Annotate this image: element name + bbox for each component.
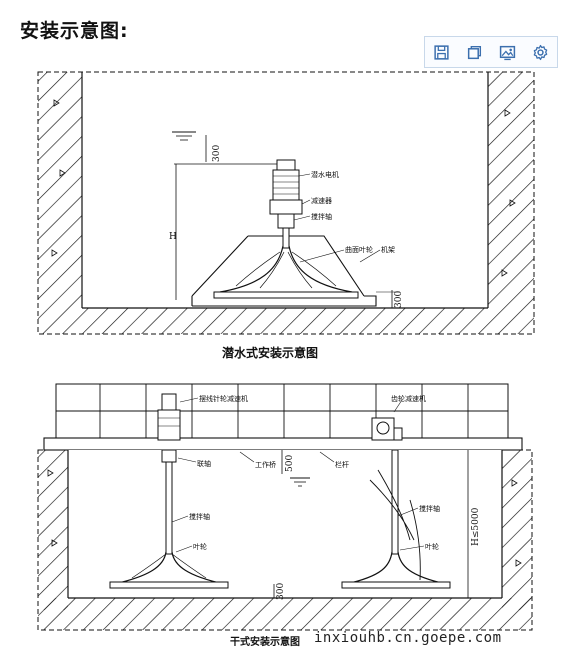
label-shaft-left: 搅拌轴 xyxy=(189,513,210,521)
save-icon xyxy=(434,44,449,60)
dim-bottom-300-dry: 300 xyxy=(276,582,286,600)
label-shaft-right: 搅拌轴 xyxy=(419,505,440,513)
dim-mid-500: 500 xyxy=(285,454,295,472)
label-impeller: 曲面叶轮 xyxy=(345,246,373,254)
copy-button[interactable] xyxy=(458,37,491,67)
save-button[interactable] xyxy=(425,37,458,67)
label-impeller-right: 叶轮 xyxy=(425,543,439,551)
label-right-drive: 齿轮减速机 xyxy=(391,395,426,403)
image-icon xyxy=(499,45,516,60)
label-impeller-left: 叶轮 xyxy=(193,543,207,551)
settings-button[interactable] xyxy=(524,37,557,67)
dim-height-h: H xyxy=(169,232,177,242)
label-left-drive: 摆线针轮减速机 xyxy=(199,395,248,403)
installation-drawing xyxy=(37,71,535,631)
copy-icon xyxy=(467,45,482,59)
label-motor: 潜水电机 xyxy=(311,171,339,179)
dim-bottom-300: 300 xyxy=(394,290,404,308)
label-reducer: 减速器 xyxy=(311,197,332,205)
label-bracket: 机架 xyxy=(381,246,395,254)
page-heading: 安装示意图: xyxy=(20,20,129,42)
label-coupling: 联轴 xyxy=(197,460,211,468)
dry-drawing xyxy=(37,383,533,631)
watermark: inxiouhb.cn.goepe.com xyxy=(314,630,502,646)
submersible-caption: 潜水式安装示意图 xyxy=(222,346,319,360)
label-shaft: 搅拌轴 xyxy=(311,213,332,221)
label-beam: 工作桥 xyxy=(255,461,276,469)
label-rail: 栏杆 xyxy=(335,461,349,469)
dim-height-5000: H≤5000 xyxy=(471,507,481,546)
image-toolbar xyxy=(424,36,558,68)
dry-caption: 干式安装示意图 xyxy=(230,637,300,648)
image-button[interactable] xyxy=(491,37,524,67)
dim-top-300: 300 xyxy=(212,144,222,162)
submersible-drawing xyxy=(37,71,535,335)
settings-icon xyxy=(533,44,548,60)
